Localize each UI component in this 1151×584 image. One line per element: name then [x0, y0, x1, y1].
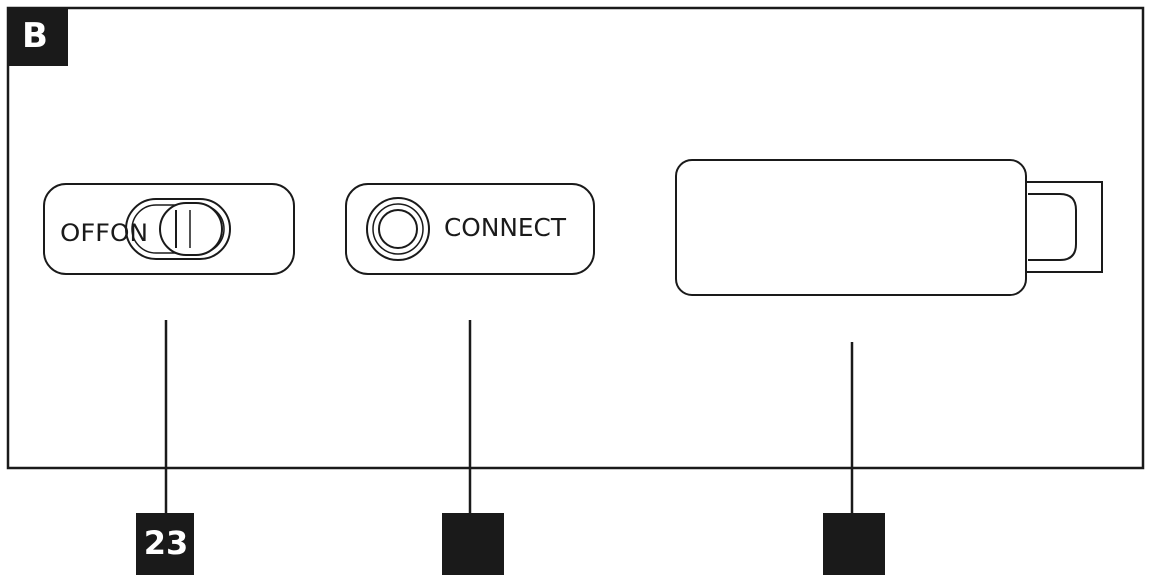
switch-housing: [43, 183, 295, 275]
connect-button-ring: [366, 197, 430, 261]
panel-label-box: [8, 8, 68, 66]
callout-box-dongle: [823, 513, 885, 575]
callout-box-switch: [136, 513, 194, 575]
connect-housing: [345, 183, 595, 275]
connect-button-face[interactable]: [378, 209, 418, 249]
panel-frame: [6, 6, 1145, 470]
power-switch[interactable]: OFF ON: [43, 183, 295, 275]
connect-label: CONNECT: [444, 213, 567, 242]
callout-box-connect: [442, 513, 504, 575]
switch-track: [125, 198, 231, 260]
usb-connector-inner: [1028, 193, 1077, 261]
switch-knob[interactable]: [159, 202, 223, 256]
switch-on-label: ON: [110, 219, 148, 247]
usb-dongle-body: [675, 159, 1027, 296]
connect-button-ring: [372, 203, 424, 255]
usb-dongle: [675, 159, 1103, 296]
switch-off-label: OFF: [60, 219, 110, 247]
panel-label: B: [22, 16, 48, 56]
usb-connector-outer: [1025, 181, 1103, 273]
connect-button[interactable]: CONNECT: [345, 183, 595, 275]
callout-number-switch: 23: [144, 524, 189, 562]
